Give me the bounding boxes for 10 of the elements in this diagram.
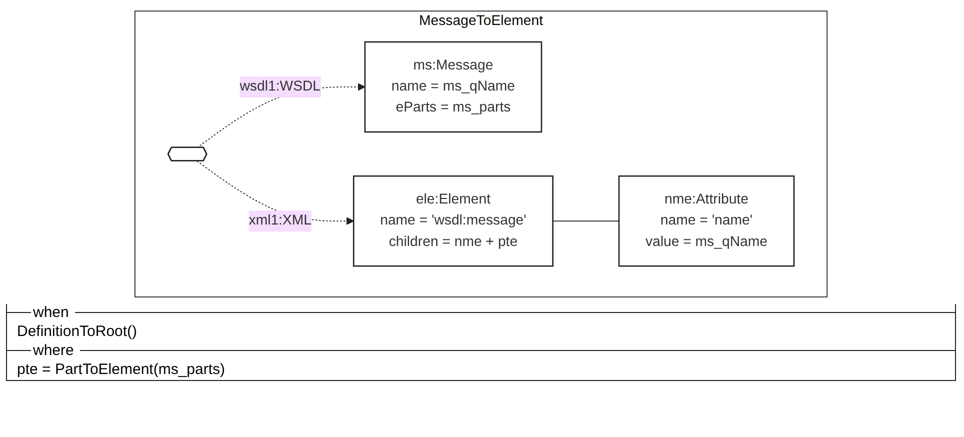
compartment-text: pte = PartToElement(ms_parts) bbox=[17, 361, 226, 378]
edge-label: wsdl1:WSDL bbox=[240, 79, 321, 94]
connector bbox=[552, 220, 620, 222]
node-box: ms:Message name = ms_qName eParts = ms_parts bbox=[364, 41, 542, 133]
edge-label: xml1:XML bbox=[248, 213, 312, 228]
compartment-heading: when bbox=[33, 304, 69, 321]
node-box: ele:Element name = 'wsdl:message' children = nme + pte bbox=[352, 175, 554, 267]
compartment-heading: where bbox=[33, 342, 74, 359]
node-box: nme:Attribute name = 'name' value = ms_qName bbox=[618, 175, 795, 267]
compartment-text: DefinitionToRoot() bbox=[17, 323, 138, 340]
